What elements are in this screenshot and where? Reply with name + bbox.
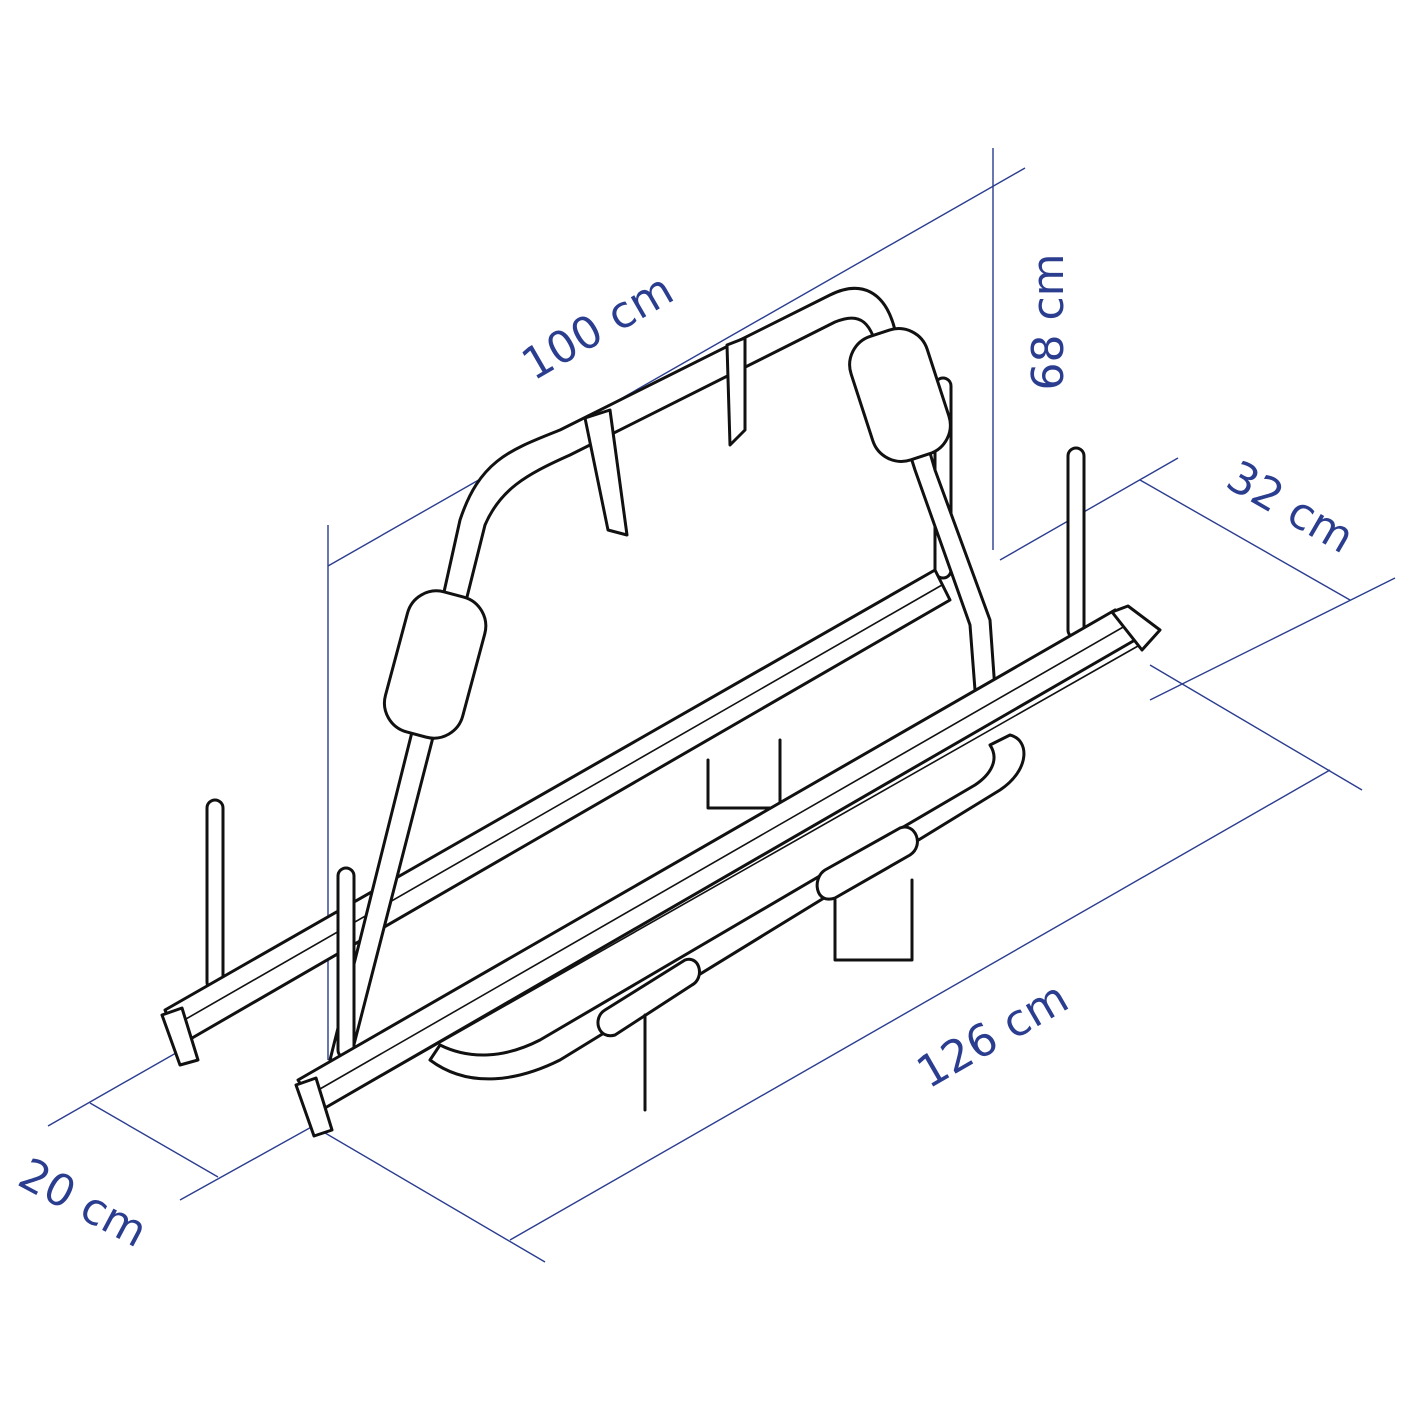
rear-clamp-bracket [706,738,782,810]
rear-left-post [205,798,225,992]
dim-line-100 [327,167,1026,567]
dim-line-126 [509,769,1331,1241]
dimension-label-68: 68 cm [1023,253,1074,390]
extension-line-20-bottom [179,1124,316,1201]
dimension-label-126: 126 cm [909,972,1077,1099]
right-arch-pad [848,327,952,463]
extension-line-32-bottom [1149,577,1396,701]
dimension-label-32: 32 cm [1218,451,1362,564]
dimension-lines [47,148,1396,1263]
lower-support-tube [428,733,1026,1081]
strap-right [725,336,747,447]
left-arch-pad [382,589,488,740]
arch-frame [328,286,997,1062]
front-left-post [336,866,356,1060]
dim-line-32 [1139,479,1351,601]
lower-clamp-tube [596,957,701,1038]
dimension-label-20: 20 cm [10,1149,155,1258]
extension-line-32-top [999,457,1179,561]
extension-line-126-right [1149,664,1363,791]
extension-line-20-top [47,1044,191,1127]
back-rail-end-cap [160,1006,200,1067]
dim-line-20 [89,1102,219,1178]
front-rail-right-cap [1110,604,1162,652]
rear-right-post [1066,446,1086,640]
extension-line-126-left [319,1129,546,1263]
front-clamp-bracket [833,878,914,962]
front-rail-end-cap [294,1076,334,1138]
dimension-label-100: 100 cm [514,264,682,391]
strap-left [583,408,629,537]
rack-drawing [160,286,1162,1138]
front-clamp-tube [815,825,919,901]
